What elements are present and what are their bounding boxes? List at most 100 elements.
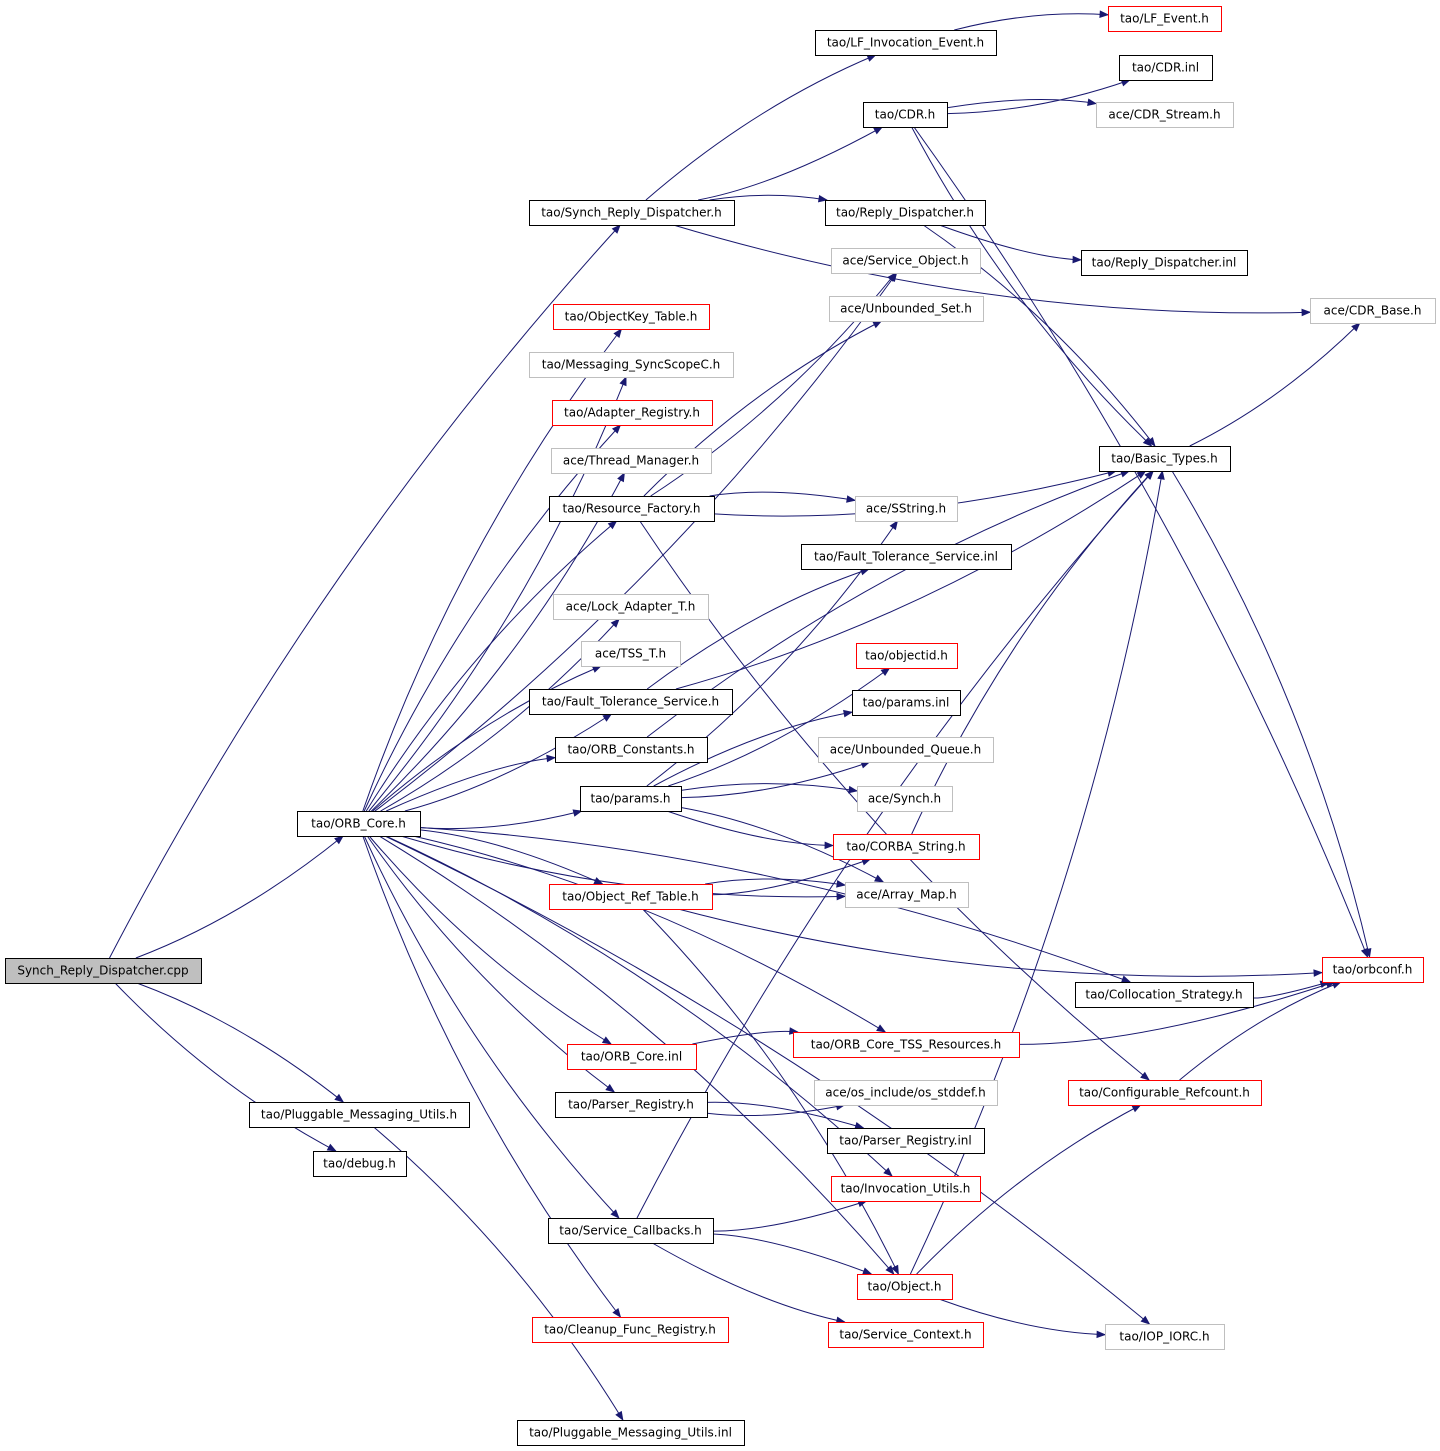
node-configurable-refcount[interactable]: tao/Configurable_Refcount.h xyxy=(1068,1080,1262,1106)
node-label: tao/ORB_Core.h xyxy=(311,817,406,831)
node-box xyxy=(863,102,948,128)
node-box xyxy=(857,786,953,812)
node-reply-disp-inl[interactable]: tao/Reply_Dispatcher.inl xyxy=(1081,250,1248,276)
node-objectid[interactable]: tao/objectid.h xyxy=(856,643,958,669)
edge-cdr_h-to-cdr_stream xyxy=(946,100,1096,109)
node-adapter-registry[interactable]: tao/Adapter_Registry.h xyxy=(552,400,713,426)
node-parser-registry-inl[interactable]: tao/Parser_Registry.inl xyxy=(827,1128,985,1154)
node-label: ace/Unbounded_Queue.h xyxy=(830,743,981,757)
node-array-map[interactable]: ace/Array_Map.h xyxy=(845,882,969,908)
node-box xyxy=(845,882,969,908)
node-pmu-inl[interactable]: tao/Pluggable_Messaging_Utils.inl xyxy=(517,1420,745,1446)
edge-orb_core_h-to-orb_constants xyxy=(386,758,555,812)
edge-cdr_h-to-basic_types xyxy=(911,126,1152,446)
edge-orb_core_h-to-tss_t xyxy=(372,665,601,812)
node-cleanup-registry[interactable]: tao/Cleanup_Func_Registry.h xyxy=(532,1317,729,1343)
node-corba-string[interactable]: tao/CORBA_String.h xyxy=(833,834,980,860)
node-lock-adapter[interactable]: ace/Lock_Adapter_T.h xyxy=(553,594,709,620)
node-label: tao/Object.h xyxy=(868,1280,942,1294)
node-unbounded-queue[interactable]: ace/Unbounded_Queue.h xyxy=(818,737,994,763)
node-cdr-base[interactable]: ace/CDR_Base.h xyxy=(1310,298,1436,324)
node-service-object[interactable]: ace/Service_Object.h xyxy=(831,248,981,274)
node-orb-core-inl[interactable]: tao/ORB_Core.inl xyxy=(567,1044,697,1070)
node-box xyxy=(814,1080,998,1106)
node-label: tao/CDR.inl xyxy=(1132,61,1199,75)
node-cdr-h[interactable]: tao/CDR.h xyxy=(863,102,948,128)
edge-srd_h-to-reply_disp_h xyxy=(709,194,827,200)
node-box xyxy=(852,690,961,716)
node-box xyxy=(857,1274,953,1300)
node-root[interactable]: Synch_Reply_Dispatcher.cpp xyxy=(5,958,202,984)
edge-root-to-pmu_h xyxy=(136,982,343,1102)
node-box xyxy=(580,786,682,812)
node-label: tao/Basic_Types.h xyxy=(1111,452,1217,466)
node-cdr-inl[interactable]: tao/CDR.inl xyxy=(1119,55,1213,81)
node-params-inl[interactable]: tao/params.inl xyxy=(852,690,961,716)
node-label: tao/Reply_Dispatcher.h xyxy=(836,206,974,220)
node-iop-iorc[interactable]: tao/IOP_IORC.h xyxy=(1105,1324,1225,1350)
edge-orb_core_h-to-orb_core_tss xyxy=(413,835,885,1032)
node-label: ace/Thread_Manager.h xyxy=(563,454,699,468)
node-resource-factory[interactable]: tao/Resource_Factory.h xyxy=(549,496,715,522)
edge-orb_core_h-to-iop_iorc xyxy=(384,835,1149,1324)
node-tss-t[interactable]: ace/TSS_T.h xyxy=(581,641,681,667)
node-cdr-stream[interactable]: ace/CDR_Stream.h xyxy=(1096,102,1234,128)
node-sstring[interactable]: ace/SString.h xyxy=(855,496,958,522)
node-srd-h[interactable]: tao/Synch_Reply_Dispatcher.h xyxy=(529,200,735,226)
node-orbconf[interactable]: tao/orbconf.h xyxy=(1322,957,1424,983)
node-debug-h[interactable]: tao/debug.h xyxy=(313,1151,407,1177)
node-objectkey-table[interactable]: tao/ObjectKey_Table.h xyxy=(553,304,710,330)
node-orb-core-h[interactable]: tao/ORB_Core.h xyxy=(297,811,421,837)
node-unbounded-set[interactable]: ace/Unbounded_Set.h xyxy=(829,296,984,322)
node-lf-event[interactable]: tao/LF_Event.h xyxy=(1108,6,1222,32)
node-ft-service-h[interactable]: tao/Fault_Tolerance_Service.h xyxy=(529,689,733,715)
node-label: ace/Service_Object.h xyxy=(842,254,968,268)
node-label: tao/Cleanup_Func_Registry.h xyxy=(544,1323,716,1337)
node-ft-service-inl[interactable]: tao/Fault_Tolerance_Service.inl xyxy=(801,544,1012,570)
edge-orb_core_h-to-ft_service_h xyxy=(404,714,612,812)
edge-service_callbacks-to-object_h xyxy=(712,1233,871,1274)
node-orb-constants[interactable]: tao/ORB_Constants.h xyxy=(555,737,708,763)
node-service-callbacks[interactable]: tao/Service_Callbacks.h xyxy=(548,1218,714,1244)
edge-pmu_h-to-pmu_inl xyxy=(373,1126,623,1420)
node-params-h[interactable]: tao/params.h xyxy=(580,786,682,812)
node-basic-types[interactable]: tao/Basic_Types.h xyxy=(1099,446,1231,472)
node-collocation[interactable]: tao/Collocation_Strategy.h xyxy=(1075,982,1254,1008)
node-label: Synch_Reply_Dispatcher.cpp xyxy=(17,964,188,978)
node-box xyxy=(829,296,984,322)
edge-orb_core_h-to-service_callbacks xyxy=(363,835,619,1218)
node-invocation-utils[interactable]: tao/Invocation_Utils.h xyxy=(831,1176,981,1202)
node-label: tao/Parser_Registry.h xyxy=(568,1098,694,1112)
node-orb-core-tss[interactable]: tao/ORB_Core_TSS_Resources.h xyxy=(793,1032,1020,1058)
node-label: tao/Reply_Dispatcher.inl xyxy=(1092,256,1237,270)
node-label: tao/Fault_Tolerance_Service.inl xyxy=(814,550,998,564)
node-thread-manager[interactable]: ace/Thread_Manager.h xyxy=(551,448,712,474)
edge-orb_core_h-to-thread_manager xyxy=(371,473,624,812)
node-service-context[interactable]: tao/Service_Context.h xyxy=(828,1322,984,1348)
node-box xyxy=(1105,1324,1225,1350)
node-box xyxy=(801,544,1012,570)
node-object-ref-table[interactable]: tao/Object_Ref_Table.h xyxy=(549,884,713,910)
node-box xyxy=(828,1322,984,1348)
node-box xyxy=(551,448,712,474)
node-lf-inv[interactable]: tao/LF_Invocation_Event.h xyxy=(815,30,997,56)
node-label: tao/ORB_Constants.h xyxy=(567,743,694,757)
node-box xyxy=(555,1092,708,1118)
node-parser-registry-h[interactable]: tao/Parser_Registry.h xyxy=(555,1092,708,1118)
edge-orb_core_h-to-msg_syncscope xyxy=(368,377,627,812)
node-object-h[interactable]: tao/Object.h xyxy=(857,1274,953,1300)
node-synch-h[interactable]: ace/Synch.h xyxy=(857,786,953,812)
node-reply-disp-h[interactable]: tao/Reply_Dispatcher.h xyxy=(825,200,986,226)
node-box xyxy=(818,737,994,763)
node-label: tao/LF_Invocation_Event.h xyxy=(827,36,984,50)
node-os-stddef[interactable]: ace/os_include/os_stddef.h xyxy=(814,1080,998,1106)
edge-basic_types-to-cdr_base xyxy=(1189,323,1360,447)
node-box xyxy=(548,1218,714,1244)
edge-params_h-to-corba_string xyxy=(666,810,833,845)
node-msg-syncscope[interactable]: tao/Messaging_SyncScopeC.h xyxy=(529,352,734,378)
node-box xyxy=(549,496,715,522)
node-pmu-h[interactable]: tao/Pluggable_Messaging_Utils.h xyxy=(249,1102,470,1128)
node-box xyxy=(555,737,708,763)
node-box xyxy=(553,304,710,330)
